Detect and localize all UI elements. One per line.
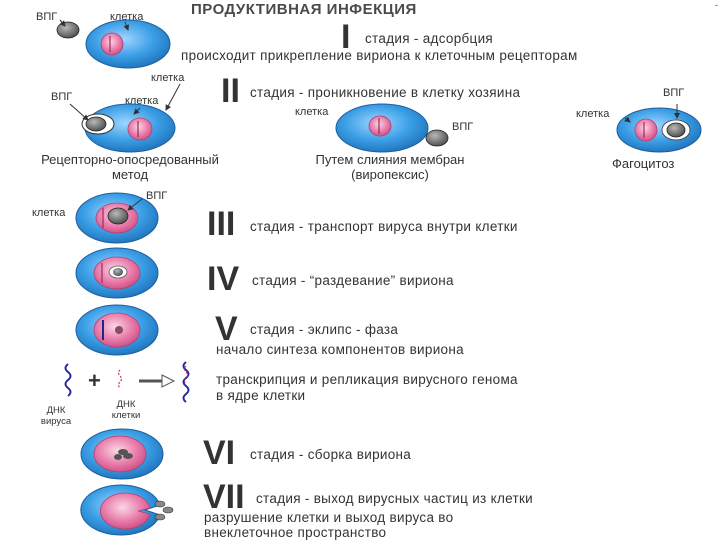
stage2-cell-phago: [616, 107, 702, 153]
stage2-arrow-cell-right: [624, 116, 631, 123]
stage6-title: стадия - сборка вириона: [250, 447, 412, 462]
stage1-arrow-vpg: [59, 19, 66, 27]
stage5-title: стадия - эклипс - фаза: [250, 322, 399, 337]
stage7-detail2: внеклеточное пространство: [204, 525, 387, 540]
stage2-method-mid-line2: (виропексис): [351, 167, 429, 182]
stage1-title: стадия - адсорбция: [365, 31, 494, 46]
dna-virus-icon: [64, 363, 72, 397]
stage1-number: I: [341, 18, 351, 56]
stage1-virus: [56, 21, 80, 39]
stage2-cell-receptor: [81, 103, 176, 153]
corner-mark: -: [715, 0, 718, 10]
stage2-title: стадия - проникновение в клетку хозяина: [250, 85, 521, 100]
stage1-label-cell: клетка: [110, 11, 144, 23]
dna-cell-label-line1: ДНК: [116, 399, 136, 410]
stage3-label-cell: клетка: [32, 207, 66, 219]
stage7-number: VII: [203, 478, 245, 516]
stage2-method-left-line1: Рецепторно-опосредованный: [41, 152, 219, 167]
stage4-number: IV: [207, 260, 240, 298]
stage2-cell-fusion: [335, 103, 449, 153]
stage1-label-vpg: ВПГ: [36, 11, 58, 23]
stage1-cell: [85, 19, 171, 69]
stage7-title: стадия - выход вирусных частиц из клетки: [256, 491, 534, 506]
dna-virus-label-line1: ДНК: [46, 405, 66, 416]
replication-arrow-icon: [139, 374, 176, 388]
stage7-detail1: разрушение клетки и выход вируса во: [204, 510, 454, 525]
stage2-number: II: [221, 72, 240, 110]
stage2-label-cell-mid: клетка: [295, 106, 329, 118]
dna-cell-label: ДНК клетки: [104, 399, 148, 422]
stage2-method-right: Фагоцитоз: [612, 156, 675, 171]
stage6-number: VI: [203, 434, 236, 472]
page-title: ПРОДУКТИВНАЯ ИНФЕКЦИЯ: [191, 1, 417, 18]
stage3-number: III: [207, 205, 236, 243]
dna-combined-icon: [182, 361, 190, 403]
stage7-cell: [80, 484, 174, 536]
stage5-cell: [75, 304, 159, 356]
dna-virus-label: ДНК вируса: [36, 405, 76, 428]
stage2-label-vpg-left: ВПГ: [51, 91, 73, 103]
stage5-detail: начало синтеза компонентов вириона: [216, 342, 464, 357]
stage2-label-cell-right: клетка: [576, 108, 610, 120]
stage2-label-vpg-mid: ВПГ: [452, 121, 474, 133]
dna-cell-icon: [117, 369, 123, 389]
stage2-method-mid-line1: Путем слияния мембран: [315, 152, 465, 167]
stage2-label-cell-top: клетка: [151, 72, 185, 84]
stage2-arrow-vpg-left: [69, 103, 89, 121]
stage2-method-left-line2: метод: [111, 167, 149, 182]
stage3-arrow: [127, 198, 143, 211]
stage2-arrow-cell-top: [165, 83, 181, 111]
stage2-method-left: Рецепторно-опосредованный метод: [4, 152, 256, 182]
stage1-detail: происходит прикрепление вириона к клеточ…: [181, 48, 578, 63]
stage4-title: стадия - “раздевание” вириона: [252, 273, 454, 288]
stage2-label-vpg-right: ВПГ: [663, 87, 685, 99]
stage2-method-mid: Путем слияния мембран (виропексис): [300, 152, 480, 182]
stage2-label-cell-left: клетка: [125, 95, 159, 107]
stage3-title: стадия - транспорт вируса внутри клетки: [250, 219, 518, 234]
replication-line2: в ядре клетки: [216, 388, 306, 403]
stage5-number: V: [215, 310, 238, 348]
stage2-arrow-cell-left: [133, 107, 141, 115]
stage1-arrow-cell: [123, 21, 130, 31]
dna-virus-label-line2: вируса: [40, 415, 72, 427]
dna-cell-label-line2: клетки: [111, 409, 141, 421]
stage4-cell: [75, 247, 159, 299]
stage6-cell: [80, 428, 164, 480]
stage3-label-vpg: ВПГ: [146, 190, 168, 202]
replication-line1: транскрипция и репликация вирусного гено…: [216, 372, 518, 387]
plus-sign: +: [88, 368, 101, 393]
